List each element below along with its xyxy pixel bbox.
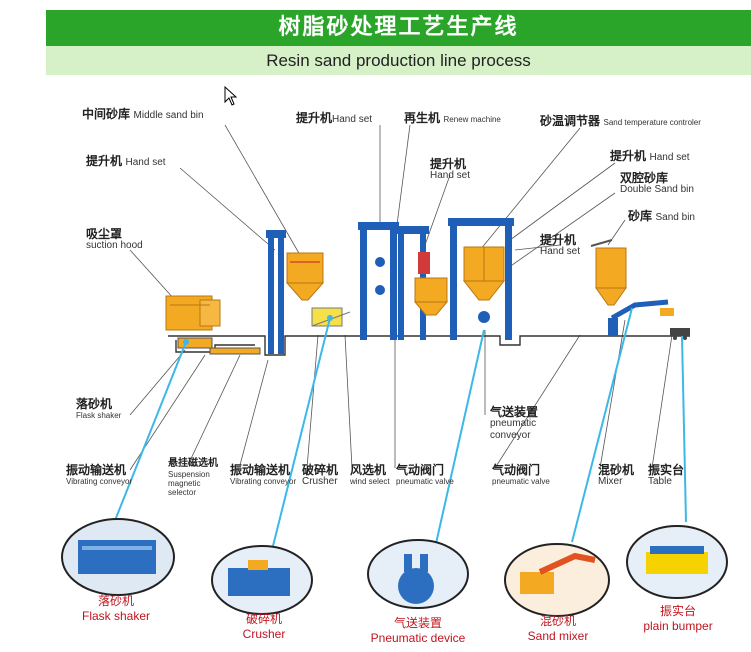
elevator-3-shape — [448, 218, 514, 340]
subheader-banner: Resin sand production line process — [46, 46, 751, 75]
label-hand-set-3: 提升机 Hand set — [430, 157, 471, 181]
vibrating-conveyor-shape — [209, 347, 261, 355]
page-title: 树脂砂处理工艺生产线 — [278, 15, 519, 40]
header-banner: 树脂砂处理工艺生产线 — [46, 10, 751, 46]
caption-flask-shaker: 落砂机 Flask shaker — [81, 594, 151, 623]
label-pneumatic-valve-2: 气动阀门 pneumatic valve — [492, 463, 550, 486]
label-renew-machine: 再生机 Renew machine — [404, 111, 501, 125]
label-suction-hood: 吸尘罩 suction hood — [86, 227, 143, 251]
label-vibrating-conveyor-2: 振动输送机 Vibrating conveyor — [230, 463, 297, 486]
label-magnetic-selector: 悬挂磁选机 Suspension magnetic selector — [168, 458, 218, 497]
photo-flask-shaker — [61, 518, 175, 596]
renew-machine-shape — [396, 226, 449, 340]
label-mixer: 混砂机 Mixer — [598, 463, 635, 487]
photo-plain-bumper — [626, 525, 728, 599]
mouse-cursor-icon — [224, 86, 238, 106]
photo-pneumatic-device — [367, 539, 469, 609]
caption-crusher: 破碎机 Crusher — [242, 612, 286, 641]
label-vibrating-conveyor-1: 振动输送机 Vibrating conveyor — [66, 463, 133, 486]
elevator-2-shape — [358, 222, 399, 340]
caption-pneumatic-device: 气送装置 Pneumatic device — [370, 616, 466, 645]
label-sand-temp-controller: 砂温调节器 Sand temperature controler — [540, 114, 701, 128]
suction-hood-shape — [165, 295, 221, 331]
caption-sand-mixer: 混砂机 Sand mixer — [527, 614, 589, 643]
label-flask-shaker: 落砂机 Flask shaker — [76, 397, 122, 420]
label-hand-set-4: 提升机 Hand set — [610, 149, 690, 163]
photo-crusher — [211, 545, 313, 615]
label-middle-sand-bin: 中间砂库 Middle sand bin — [82, 107, 204, 121]
photo-sand-mixer — [504, 543, 610, 617]
pointer-lines — [111, 307, 687, 551]
label-table: 振实台 Table — [648, 463, 685, 487]
label-hand-set-5: 提升机 Hand set — [540, 233, 581, 257]
flask-shaker-shape — [177, 337, 213, 349]
label-double-sand-bin: 双腔砂库 Double Sand bin — [620, 171, 694, 195]
label-hand-set-2: 提升机Hand set — [296, 111, 373, 125]
middle-sand-bin-shape — [285, 252, 325, 301]
caption-plain-bumper: 振实台 plain bumper — [643, 604, 713, 633]
double-sand-bin-shape — [462, 246, 506, 323]
mixer-shape — [608, 299, 674, 336]
label-wind-select: 风选机 wind select — [350, 463, 390, 486]
label-pneumatic-valve-1: 气动阀门 pneumatic valve — [396, 463, 454, 486]
leader-lines — [129, 124, 673, 471]
label-hand-set-1: 提升机 Hand set — [86, 154, 166, 168]
label-sand-bin: 砂库 Sand bin — [628, 209, 695, 223]
elevator-1-shape — [266, 230, 286, 354]
table-shape — [670, 328, 690, 340]
page-subtitle: Resin sand production line process — [266, 51, 531, 70]
label-crusher: 破碎机 Crusher — [302, 463, 339, 487]
sand-bin-shape — [590, 239, 627, 306]
label-pneumatic-conveyor: 气送装置 pneumatic conveyor — [490, 405, 539, 441]
